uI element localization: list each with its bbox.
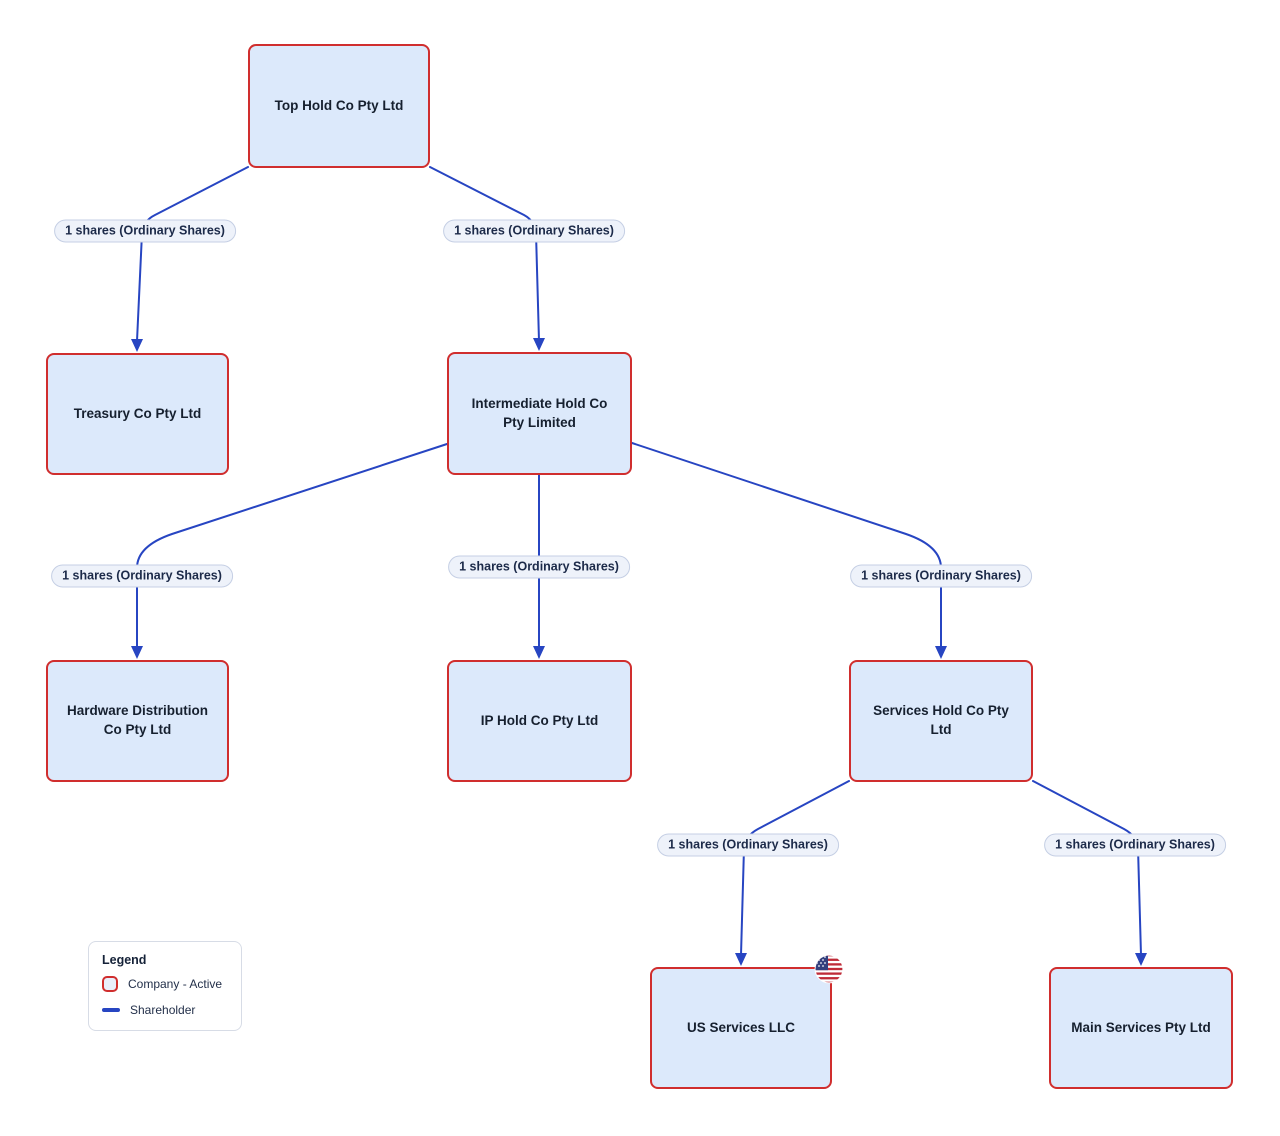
node-main-services[interactable]: Main Services Pty Ltd	[1049, 967, 1233, 1089]
shareholder-line-icon	[102, 1008, 120, 1012]
edge-arrowhead	[533, 338, 545, 351]
legend-title: Legend	[102, 953, 147, 967]
node-hardware-distribution-co[interactable]: Hardware Distribution Co Pty Ltd	[46, 660, 229, 782]
node-label: Hardware Distribution Co Pty Ltd	[66, 703, 209, 737]
node-label: IP Hold Co Pty Ltd	[480, 712, 599, 728]
node-label: Main Services Pty Ltd	[1071, 1019, 1211, 1035]
node-label: Intermediate Hold Co Pty Limited	[471, 395, 608, 430]
edge-connector-intermediate-services-hold	[631, 442, 942, 649]
edge-connector-services-hold-us-services	[740, 780, 850, 956]
node-top-hold-co[interactable]: Top Hold Co Pty Ltd	[248, 44, 430, 168]
node-us-services-llc[interactable]: US Services LLC	[650, 967, 832, 1089]
node-intermediate-hold-co[interactable]: Intermediate Hold Co Pty Limited	[447, 352, 632, 475]
edge-connector-top-hold-intermediate	[429, 166, 540, 342]
edge-arrowhead	[533, 646, 545, 659]
edge-arrowhead	[735, 953, 747, 966]
edge-arrowhead	[935, 646, 947, 659]
edge-label-shares[interactable]: 1 shares (Ordinary Shares)	[51, 564, 233, 588]
edge-label-shares[interactable]: 1 shares (Ordinary Shares)	[1044, 833, 1226, 857]
node-treasury-co[interactable]: Treasury Co Pty Ltd	[46, 353, 229, 475]
edge-label-shares[interactable]: 1 shares (Ordinary Shares)	[448, 555, 630, 579]
legend-item-shareholder: Shareholder	[102, 1003, 228, 1017]
edge-arrowhead	[131, 646, 143, 659]
legend-item-label: Shareholder	[130, 1003, 196, 1017]
edge-arrowhead	[131, 339, 143, 352]
node-label: Treasury Co Pty Ltd	[73, 405, 202, 421]
edge-arrowhead	[1135, 953, 1147, 966]
edge-connector-services-hold-main-services	[1032, 780, 1142, 956]
edge-label-shares[interactable]: 1 shares (Ordinary Shares)	[657, 833, 839, 857]
legend-item-label: Company - Active	[128, 977, 223, 991]
node-label: US Services LLC	[686, 1019, 796, 1035]
edge-label-shares[interactable]: 1 shares (Ordinary Shares)	[54, 219, 236, 243]
legend-item-company-active: Company - Active	[102, 976, 228, 992]
edge-label-shares[interactable]: 1 shares (Ordinary Shares)	[850, 564, 1032, 588]
node-label: Top Hold Co Pty Ltd	[274, 97, 404, 113]
node-label: Services Hold Co Pty Ltd	[873, 703, 1009, 737]
us-flag-icon	[814, 954, 844, 984]
legend: Legend Company - Active Shareholder	[88, 941, 242, 1031]
node-ip-hold-co[interactable]: IP Hold Co Pty Ltd	[447, 660, 632, 782]
node-services-hold-co[interactable]: Services Hold Co Pty Ltd	[849, 660, 1033, 782]
edge-label-shares[interactable]: 1 shares (Ordinary Shares)	[443, 219, 625, 243]
company-active-swatch-icon	[102, 976, 118, 992]
edge-connector-top-hold-treasury	[136, 166, 249, 342]
